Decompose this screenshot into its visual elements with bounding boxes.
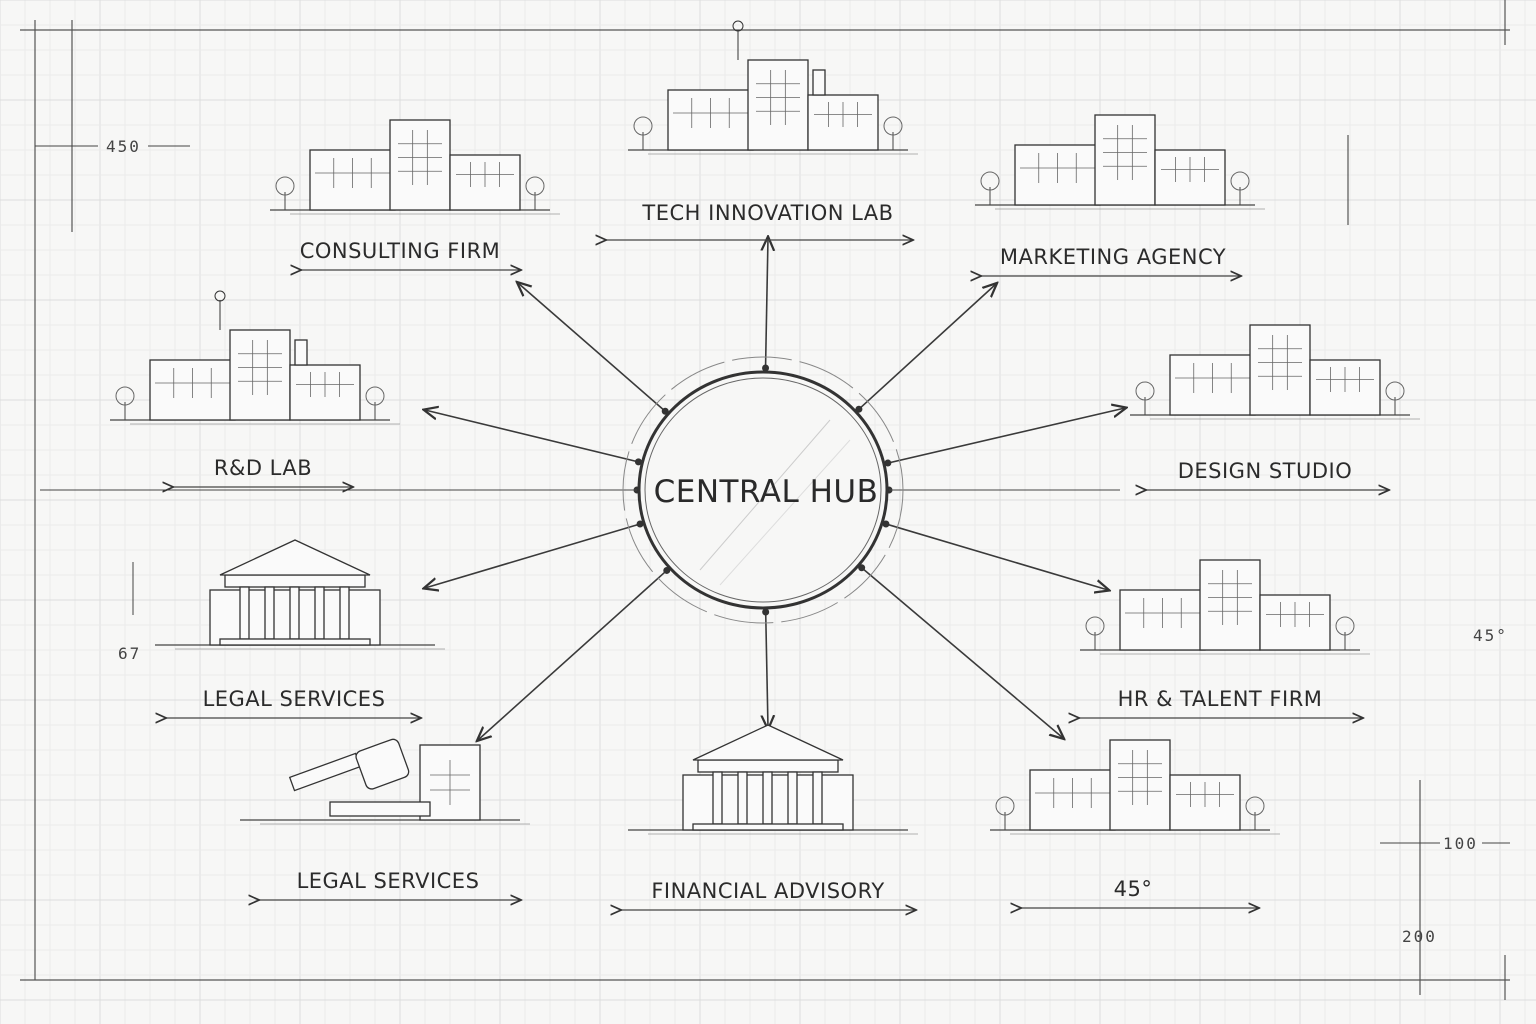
connector-node: [661, 407, 669, 415]
node-marketing-agency[interactable]: MARKETING AGENCY: [975, 114, 1265, 276]
node-label: TECH INNOVATION LAB: [641, 201, 893, 225]
node-label: DESIGN STUDIO: [1178, 459, 1353, 483]
glass-studio-icon: [1130, 324, 1420, 420]
node-label: R&D LAB: [214, 456, 312, 480]
connector-node: [636, 520, 644, 528]
connector-arrow-legal-services: [425, 523, 641, 588]
central-hub-label: CENTRAL HUB: [654, 474, 879, 510]
node-label: LEGAL SERVICES: [203, 687, 386, 711]
gavel-courthouse-icon: [240, 738, 530, 825]
node-consulting-firm[interactable]: CONSULTING FIRM: [270, 119, 560, 270]
connector-node: [663, 566, 671, 574]
node-hr-talent-firm[interactable]: HR & TALENT FIRM: [1078, 559, 1370, 718]
modern-office-icon: [270, 119, 560, 215]
industrial-lab-icon: [110, 290, 400, 425]
node-label: CONSULTING FIRM: [300, 239, 501, 263]
central-hub[interactable]: CENTRAL HUB: [622, 356, 904, 624]
node-label: FINANCIAL ADVISORY: [651, 879, 884, 903]
connector-node: [882, 520, 890, 528]
rooftop-lab-icon: [628, 20, 918, 155]
dimension-annotations: 450 67 45° 100 200: [35, 137, 1510, 946]
node-label: HR & TALENT FIRM: [1118, 687, 1323, 711]
modern-office-icon: [990, 739, 1280, 835]
modern-office-icon: [1080, 559, 1370, 655]
blueprint-frame: [20, 0, 1510, 1000]
node-legal-services-2[interactable]: LEGAL SERVICES: [240, 738, 530, 900]
connector-arrow-design-studio: [887, 408, 1125, 464]
connectors: [40, 238, 1125, 740]
node-rd-lab[interactable]: R&D LAB: [110, 290, 400, 487]
connector-arrow-tech-innovation-lab: [766, 238, 768, 369]
dimension-label-450: 450: [106, 137, 141, 156]
node-label: 45°: [1114, 877, 1153, 901]
node-financial-advisory[interactable]: FINANCIAL ADVISORY: [620, 724, 918, 910]
node-unlabeled-office[interactable]: 45°: [990, 739, 1280, 908]
node-design-studio[interactable]: DESIGN STUDIO: [1130, 324, 1420, 490]
dimension-label-100: 100: [1443, 834, 1478, 853]
columned-courthouse-icon: [155, 539, 445, 650]
connector-node: [762, 608, 770, 616]
connector-arrow-consulting-firm: [518, 283, 666, 412]
connector-arrow-hr-talent-firm: [885, 523, 1108, 590]
angled-office-icon: [975, 114, 1265, 210]
connector-node: [858, 564, 866, 572]
connector-node: [634, 458, 642, 466]
node-tech-innovation-lab[interactable]: TECH INNOVATION LAB: [605, 20, 918, 240]
node-label: MARKETING AGENCY: [1000, 245, 1226, 269]
connector-arrow-rd-lab: [425, 410, 639, 463]
connector-arrow-financial-advisory: [766, 611, 768, 728]
connector-arrow-marketing-agency: [858, 284, 996, 410]
columned-bank-icon: [628, 724, 918, 835]
connector-arrow-unlabeled-office: [861, 567, 1063, 738]
connector-arrow-legal-services-2: [478, 569, 668, 740]
connector-node: [855, 405, 863, 413]
connector-node: [884, 459, 892, 467]
dimension-label-45-degrees: 45°: [1473, 626, 1508, 645]
dimension-label-67: 67: [118, 644, 141, 663]
dimension-label-200: 200: [1402, 927, 1437, 946]
connector-node: [762, 364, 770, 372]
node-legal-services[interactable]: LEGAL SERVICES: [155, 539, 445, 718]
node-label: LEGAL SERVICES: [297, 869, 480, 893]
